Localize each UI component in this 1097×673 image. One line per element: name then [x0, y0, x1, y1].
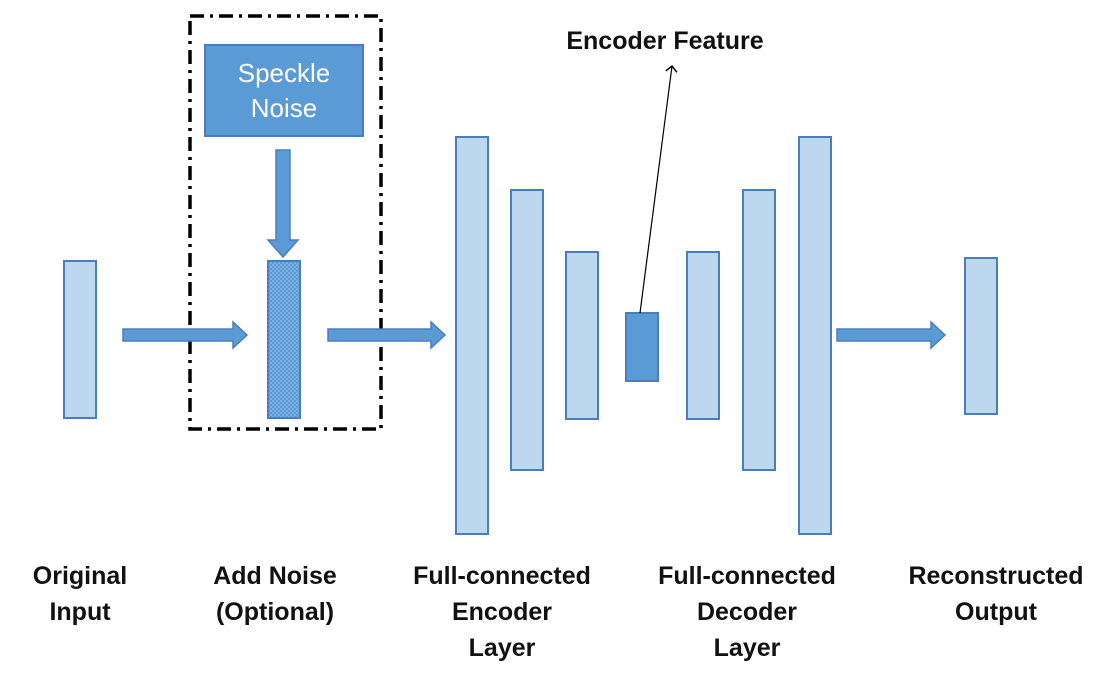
noisy-input-layer	[267, 260, 301, 419]
encoder-layer-2	[510, 189, 544, 471]
caption-encoder-line-3: Layer	[468, 634, 536, 662]
original-input-layer	[63, 260, 97, 419]
encoder-feature-pointer	[639, 66, 672, 314]
decoder-layer-1	[686, 251, 720, 420]
encoder-layer-1	[455, 136, 489, 535]
encoder-feature-layer	[625, 312, 659, 382]
arrow-decoder-to-output	[836, 320, 947, 350]
reconstructed-output-layer	[964, 257, 998, 415]
caption-encoder: Full-connected Encoder Layer	[402, 558, 602, 666]
speckle-noise-box	[204, 44, 364, 137]
caption-add-noise-line-1: Add Noise	[213, 562, 337, 590]
caption-encoder-line-1: Full-connected	[413, 562, 591, 590]
caption-original-input: Original Input	[0, 558, 160, 630]
speckle-noise-line-1: Speckle	[237, 58, 331, 88]
caption-add-noise: Add Noise (Optional)	[190, 558, 360, 630]
encoder-feature-label: Encoder Feature	[566, 27, 764, 55]
caption-add-noise-line-2: (Optional)	[215, 598, 335, 626]
optional-noise-region	[188, 14, 383, 431]
caption-original-input-line-1: Original	[32, 562, 128, 590]
encoder-layer-3	[565, 251, 599, 420]
caption-decoder: Full-connected Decoder Layer	[647, 558, 847, 666]
arrow-noise-to-encoder	[327, 320, 447, 350]
decoder-layer-3	[798, 136, 832, 535]
caption-original-input-line-2: Input	[49, 598, 111, 626]
caption-reconstructed-output: Reconstructed Output	[896, 558, 1096, 630]
speckle-noise-line-2: Noise	[250, 93, 318, 123]
caption-output-line-1: Reconstructed	[908, 562, 1084, 590]
speckle-noise-label: Speckle Noise	[205, 56, 363, 126]
caption-decoder-line-1: Full-connected	[658, 562, 836, 590]
caption-output-line-2: Output	[955, 598, 1037, 626]
decoder-layer-2	[742, 189, 776, 471]
caption-encoder-line-2: Encoder	[451, 598, 553, 626]
caption-decoder-line-2: Decoder	[696, 598, 798, 626]
caption-decoder-line-3: Layer	[713, 634, 781, 662]
arrow-input-to-noise	[122, 320, 249, 350]
arrow-noise-down	[266, 149, 300, 259]
